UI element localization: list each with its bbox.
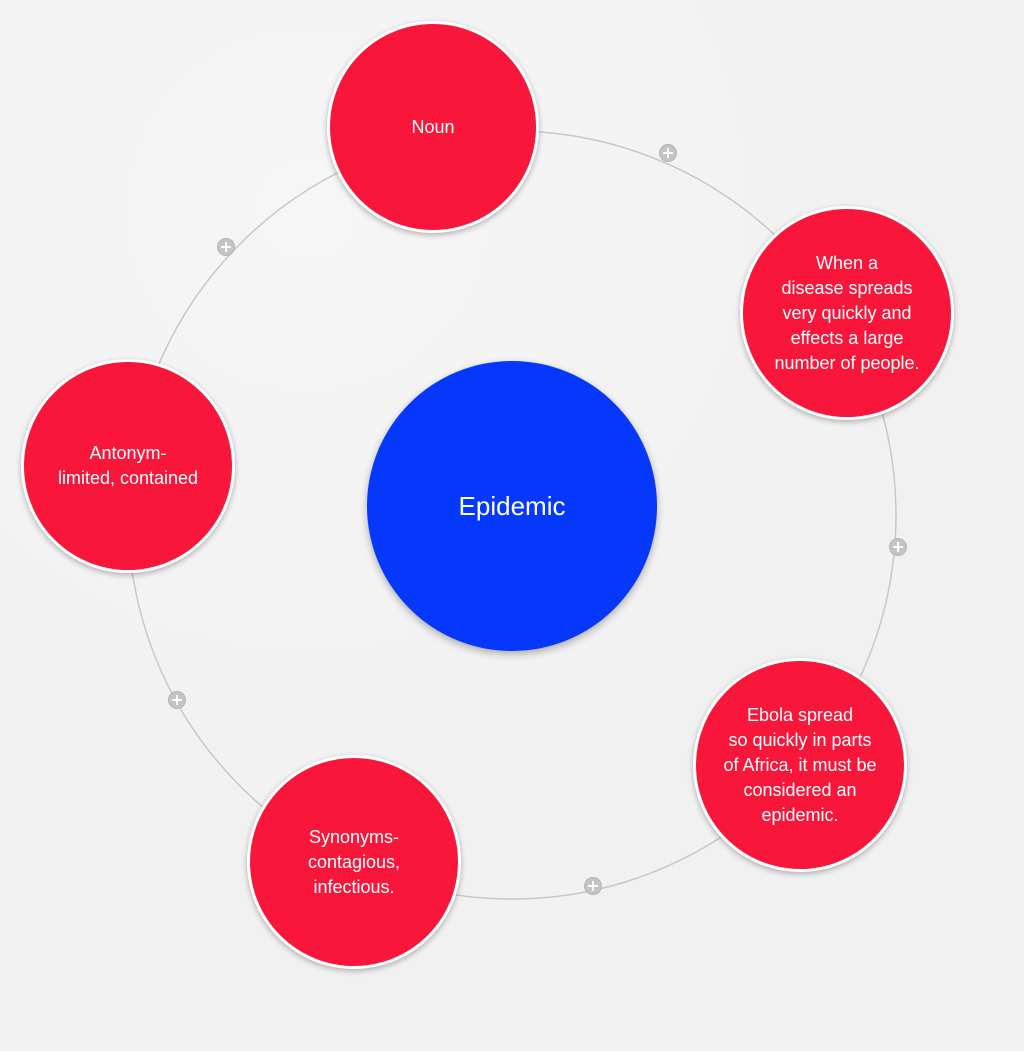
node-synonyms[interactable]: Synonyms- contagious, infectious. [247,755,461,969]
center-node-label: Epidemic [458,491,566,521]
node-noun[interactable]: Noun [327,21,539,233]
node-definition-label: When a disease spreads very quickly and … [774,252,920,373]
node-example-label: Ebola spread so quickly in parts of Afri… [723,704,877,825]
add-node-plus-icon-5[interactable] [218,239,234,255]
node-noun-label: Noun [411,116,455,137]
node-synonyms-label: Synonyms- contagious, infectious. [307,826,401,897]
node-example-sentence[interactable]: Ebola spread so quickly in parts of Afri… [693,658,907,872]
add-node-plus-icon-2[interactable] [890,539,906,555]
add-node-plus-icon-4[interactable] [169,692,185,708]
node-antonym-label: Antonym- limited, contained [57,443,199,488]
center-node-epidemic[interactable]: Epidemic [367,361,657,651]
add-node-plus-icon-3[interactable] [585,878,601,894]
node-antonym[interactable]: Antonym- limited, contained [21,359,235,573]
add-node-plus-icon-1[interactable] [660,145,676,161]
node-definition[interactable]: When a disease spreads very quickly and … [740,206,954,420]
